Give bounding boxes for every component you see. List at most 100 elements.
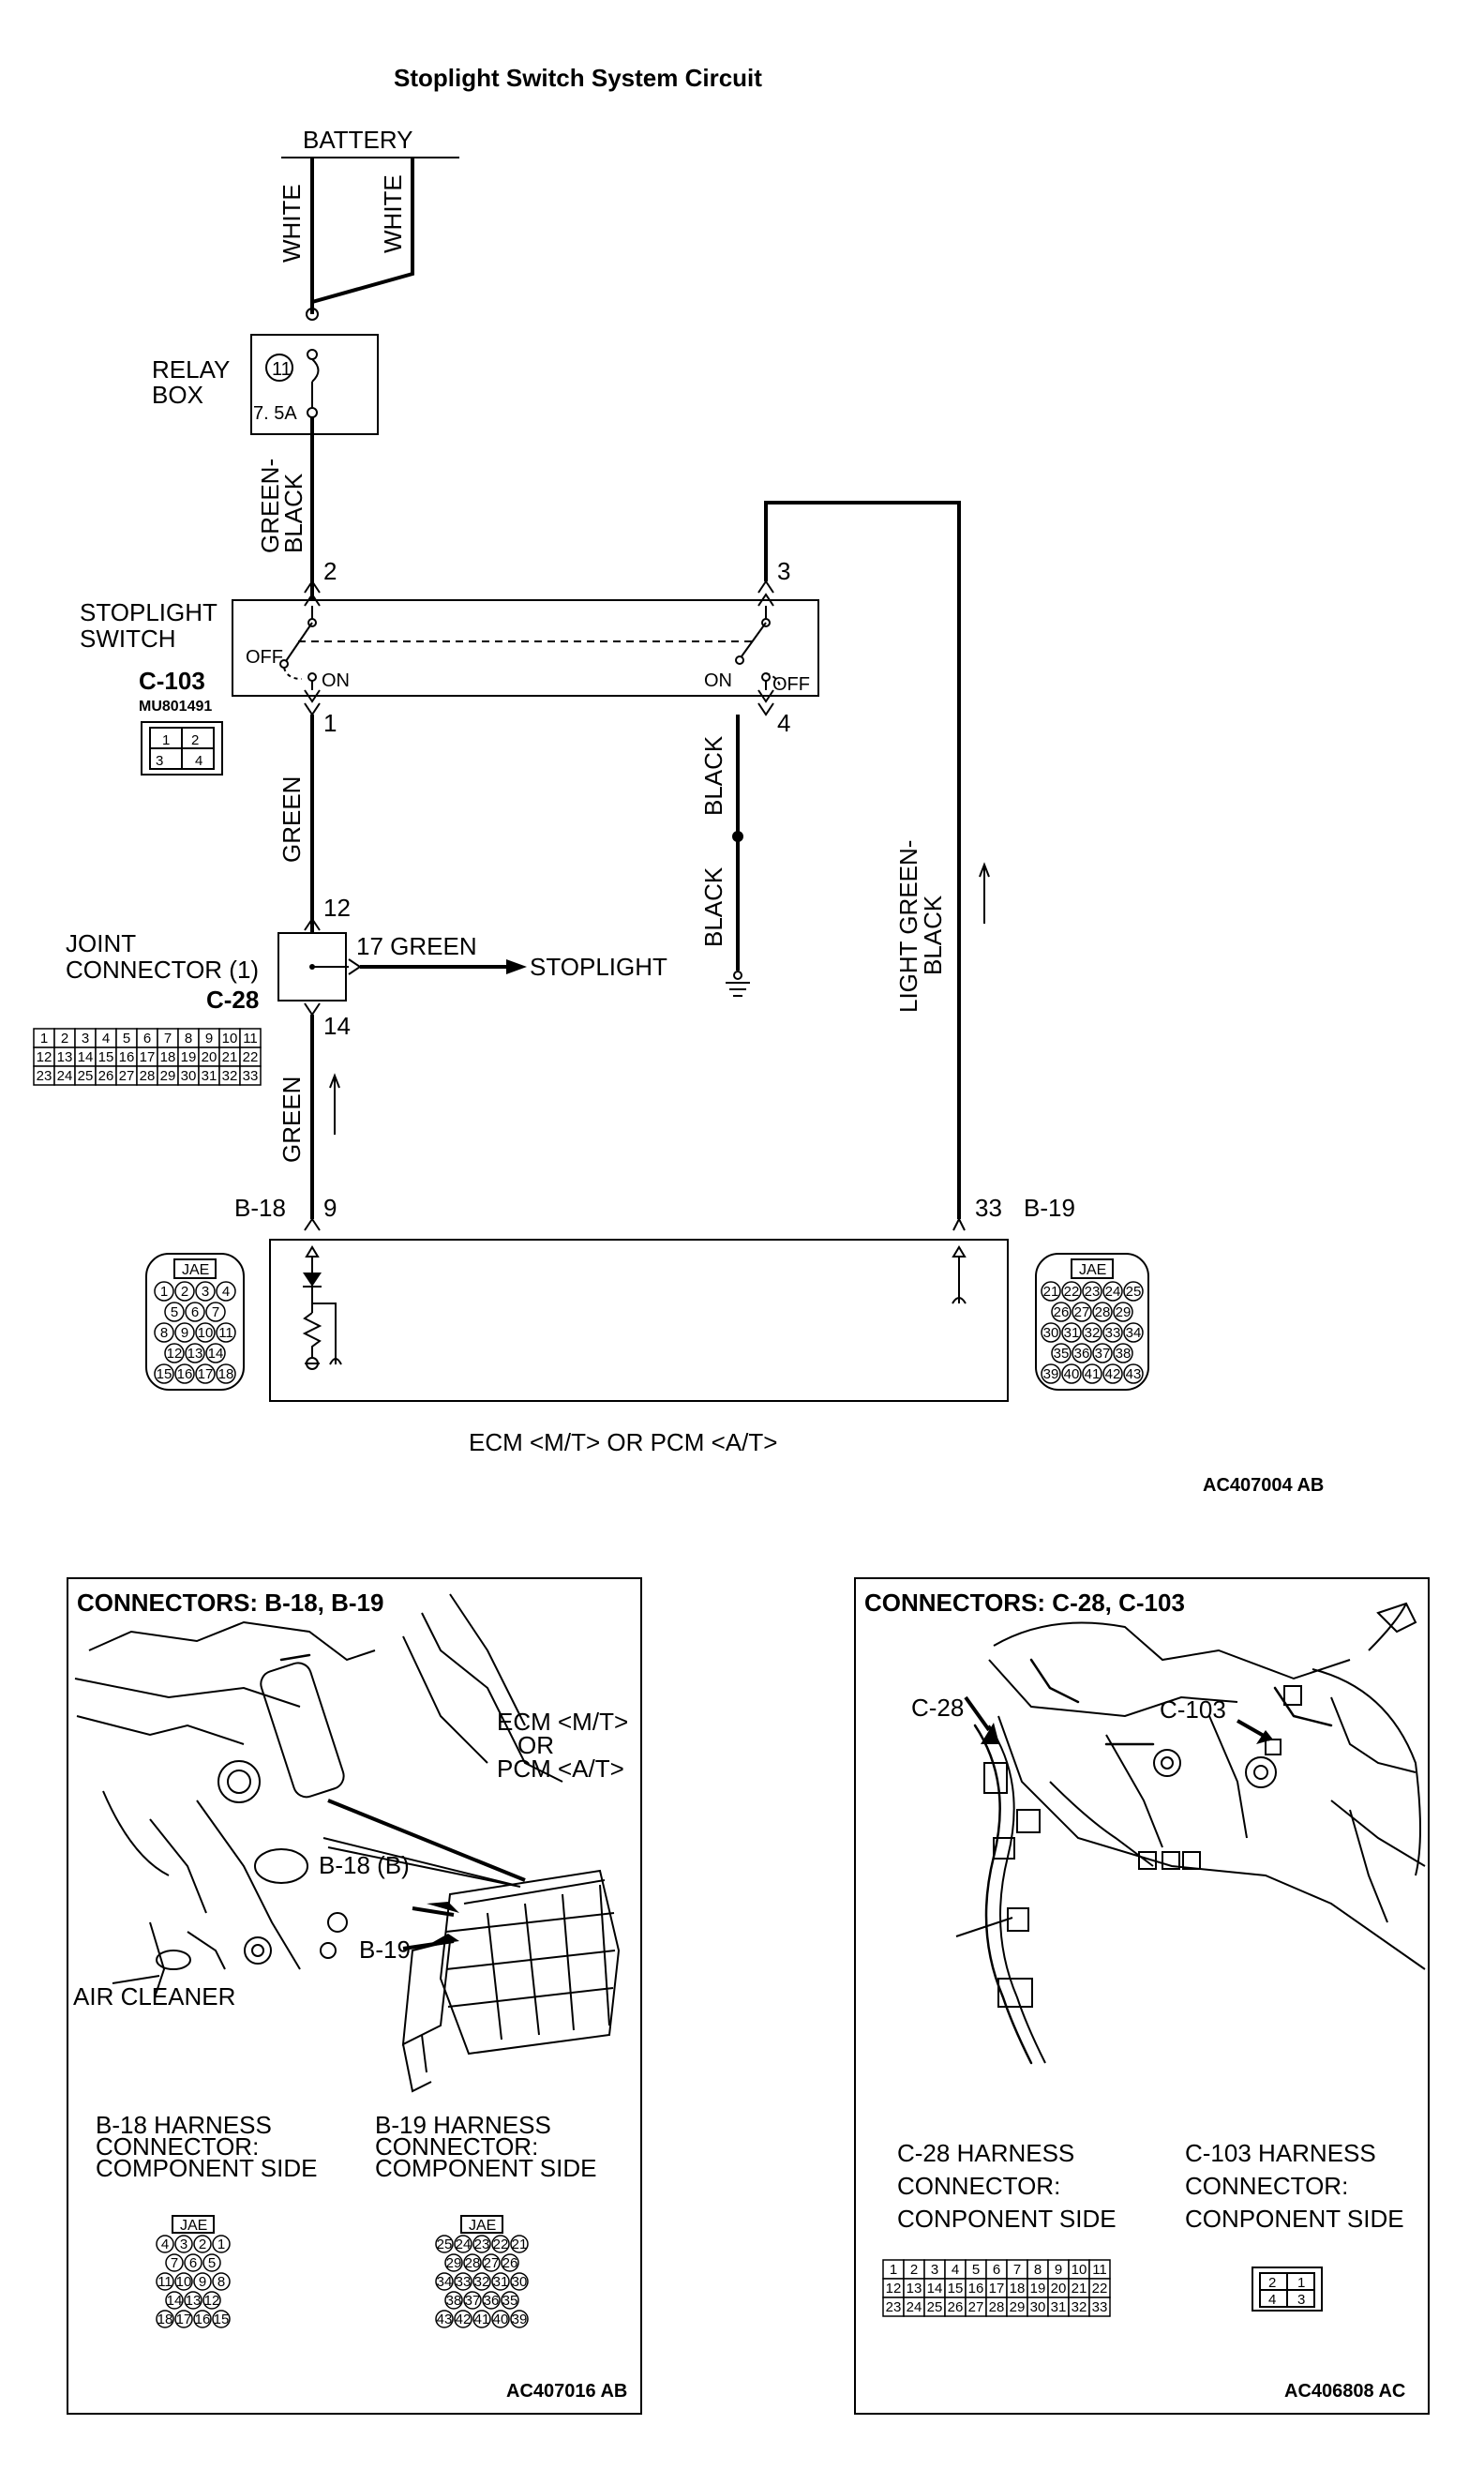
c28-top-pin: 32 bbox=[222, 1068, 238, 1084]
c28-bottom-pin: 28 bbox=[989, 2299, 1005, 2315]
b18-bottom-pin: 16 bbox=[195, 2312, 211, 2327]
panel-left-b19-callout: B-19 bbox=[359, 1935, 411, 1964]
ecm-pcm-label: ECM <M/T> OR PCM <A/T> bbox=[469, 1428, 777, 1456]
wire-label-lgb-1: LIGHT GREEN- bbox=[894, 840, 922, 1013]
b18-bottom-pin: 11 bbox=[157, 2274, 172, 2290]
b18-top-pin: 13 bbox=[187, 1346, 203, 1362]
b19-top-pin: 35 bbox=[1054, 1346, 1070, 1362]
c28-bottom-pin: 10 bbox=[1072, 2262, 1087, 2278]
switch-on-left: ON bbox=[322, 670, 350, 691]
c28-top-pin: 29 bbox=[160, 1068, 176, 1084]
pin-label-4: 4 bbox=[777, 709, 790, 737]
c28-bottom-pin: 23 bbox=[886, 2299, 902, 2315]
switch-off-left: OFF bbox=[246, 647, 283, 668]
b18-top-pin: 3 bbox=[202, 1284, 209, 1300]
c28-caption-1: C-28 HARNESS bbox=[897, 2139, 1074, 2167]
c103-pin-3: 3 bbox=[1297, 2292, 1305, 2308]
c28-top-pin: 12 bbox=[37, 1049, 52, 1065]
b18-top-pin: 8 bbox=[160, 1325, 168, 1341]
c28-bottom-pin: 5 bbox=[972, 2262, 980, 2278]
c28-top-pin: 20 bbox=[202, 1049, 217, 1065]
switch-name-1: STOPLIGHT bbox=[80, 598, 217, 626]
wire-light-green-black bbox=[764, 501, 961, 1219]
c28-bottom-pin: 25 bbox=[927, 2299, 943, 2315]
c28-top-pin: 14 bbox=[78, 1049, 94, 1065]
panel-left-air-cleaner: AIR CLEANER bbox=[73, 1982, 235, 2011]
c28-top-pin: 15 bbox=[98, 1049, 114, 1065]
b18-bottom-pin: 8 bbox=[217, 2274, 225, 2290]
switch-part-number: MU801491 bbox=[139, 699, 212, 715]
b19-top-pin: 25 bbox=[1126, 1284, 1142, 1300]
c28-bottom-pin: 3 bbox=[931, 2262, 938, 2278]
b19-caption-2: CONNECTOR: bbox=[375, 2132, 538, 2161]
b19-bottom-pin: 27 bbox=[484, 2255, 500, 2271]
wire-label-green-black-1: GREEN- bbox=[256, 459, 284, 553]
c28-bottom-pin: 31 bbox=[1051, 2299, 1067, 2315]
b18-top-pin: 16 bbox=[177, 1366, 193, 1382]
panel-left-title: CONNECTORS: B-18, B-19 bbox=[77, 1589, 383, 1617]
b19-bottom-pin: 40 bbox=[493, 2312, 509, 2327]
b19-bottom-pin: 31 bbox=[493, 2274, 509, 2290]
b19-top-pin: 39 bbox=[1043, 1366, 1059, 1382]
c28-bottom-pin: 24 bbox=[907, 2299, 922, 2315]
b18-top-pin: 11 bbox=[218, 1325, 233, 1341]
c28-bottom-pin: 15 bbox=[948, 2281, 964, 2297]
switch-pin-4: 4 bbox=[195, 753, 202, 769]
b19-bottom-pin: 28 bbox=[465, 2255, 481, 2271]
wire-label-lgb-2: BLACK bbox=[919, 895, 947, 975]
stoplight-label: STOPLIGHT bbox=[530, 953, 667, 981]
b18-bottom-pin: 10 bbox=[176, 2274, 192, 2290]
c28-top-pin: 21 bbox=[222, 1049, 238, 1065]
wire-label-green-2: GREEN bbox=[277, 1077, 306, 1163]
c28-top-pin: 30 bbox=[181, 1068, 197, 1084]
switch-off-right: OFF bbox=[772, 674, 810, 695]
b19-bottom-pin: 29 bbox=[446, 2255, 462, 2271]
b19-bottom-pin: 21 bbox=[512, 2236, 528, 2252]
b18-top-pin: 7 bbox=[212, 1304, 219, 1320]
c28-top-pin: 1 bbox=[40, 1031, 48, 1047]
b18-bottom-pin: 18 bbox=[157, 2312, 173, 2327]
dashboard-illustration bbox=[955, 1602, 1426, 2065]
b18-bottom-pin: 2 bbox=[199, 2236, 206, 2252]
c28-bottom-pin: 32 bbox=[1072, 2299, 1087, 2315]
b19-bottom-pin: 32 bbox=[474, 2274, 490, 2290]
c28-bottom-pin: 17 bbox=[989, 2281, 1005, 2297]
c103-caption-1: C-103 HARNESS bbox=[1185, 2139, 1376, 2167]
battery-label: BATTERY bbox=[303, 126, 413, 154]
joint-connector-label-2: CONNECTOR (1) bbox=[66, 956, 259, 984]
pin-label-33: 33 bbox=[975, 1194, 1002, 1222]
b19-caption-1: B-19 HARNESS bbox=[375, 2111, 551, 2139]
panel-left-ecm-1: ECM <M/T> bbox=[497, 1708, 628, 1736]
diagram-code: AC407004 AB bbox=[1203, 1475, 1324, 1496]
c28-bottom-pin: 27 bbox=[968, 2299, 984, 2315]
b19-top-pin: 23 bbox=[1085, 1284, 1101, 1300]
c103-pin-4: 4 bbox=[1268, 2292, 1276, 2308]
c28-bottom-pin: 14 bbox=[927, 2281, 943, 2297]
b19-bottom-pin: 33 bbox=[456, 2274, 472, 2290]
jae-label-b18-top: JAE bbox=[182, 1262, 209, 1278]
wire-label-black-2: BLACK bbox=[699, 866, 727, 947]
switch-connector-id: C-103 bbox=[139, 667, 205, 695]
c28-top-pin: 4 bbox=[102, 1031, 110, 1047]
b18-top-pin: 5 bbox=[171, 1304, 178, 1320]
current-arrow-left bbox=[329, 1073, 340, 1135]
b19-top-pin: 38 bbox=[1116, 1346, 1132, 1362]
b18-top-pin: 15 bbox=[157, 1366, 172, 1382]
c28-top-pin: 18 bbox=[160, 1049, 176, 1065]
b19-top-pin: 41 bbox=[1085, 1366, 1101, 1382]
c28-top-pin: 16 bbox=[119, 1049, 135, 1065]
b19-top-pin: 36 bbox=[1074, 1346, 1090, 1362]
b19-bottom-pin: 25 bbox=[437, 2236, 453, 2252]
b19-top-pin: 21 bbox=[1043, 1284, 1059, 1300]
c28-top-pin: 3 bbox=[82, 1031, 89, 1047]
b19-top-pin: 37 bbox=[1095, 1346, 1111, 1362]
c28-top-pin: 19 bbox=[181, 1049, 197, 1065]
b19-bottom-pin: 36 bbox=[484, 2293, 500, 2309]
b19-top-pin: 33 bbox=[1105, 1325, 1121, 1341]
fuse-number: 11 bbox=[272, 359, 292, 380]
c28-bottom-pin: 8 bbox=[1034, 2262, 1042, 2278]
relay-box-label-1: RELAY bbox=[152, 355, 230, 384]
panel-right-c103-callout: C-103 bbox=[1160, 1695, 1226, 1724]
